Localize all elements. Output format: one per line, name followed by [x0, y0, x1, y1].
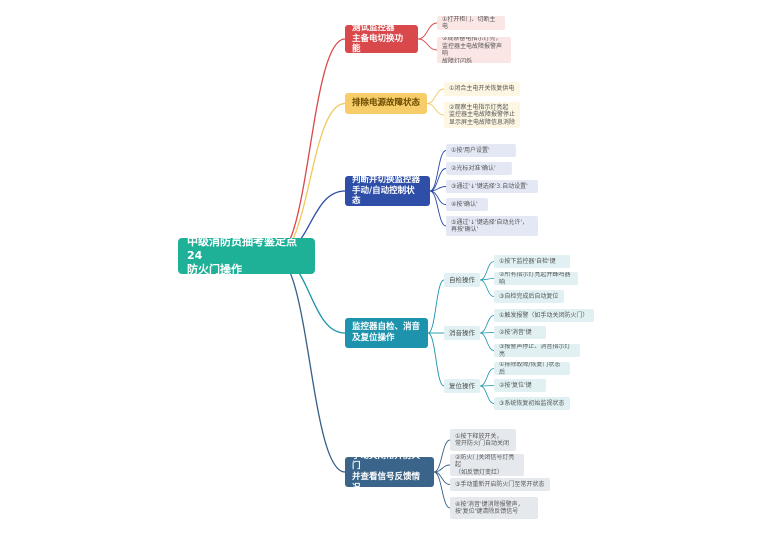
leaf-topic[interactable]: ③自检完成后自动复位 — [494, 290, 564, 303]
leaf-topic[interactable]: ③手动重新开启防火门至常开状态 — [450, 478, 550, 491]
subtopic[interactable]: 自检操作 — [444, 273, 480, 287]
subtopic[interactable]: 复位操作 — [444, 379, 480, 393]
leaf-topic[interactable]: ③通过'↓'键选择'3.自动设置' — [446, 180, 538, 193]
connector-line — [427, 279, 445, 334]
connector-line — [433, 471, 451, 509]
connector-line — [417, 38, 438, 51]
connector-line — [426, 103, 445, 116]
leaf-topic[interactable]: ①按下监控器'自检'键 — [494, 255, 570, 268]
leaf-topic[interactable]: ④按'消音'键消除报警声， 按'复位'键清除反馈信号 — [450, 497, 538, 519]
connector-line — [274, 255, 346, 473]
connector-line — [479, 368, 495, 387]
connector-line — [427, 332, 445, 387]
connector-line — [479, 385, 495, 387]
leaf-topic[interactable]: ①按'用户设置' — [446, 144, 516, 157]
leaf-topic[interactable]: ②按'复位'键 — [494, 379, 546, 392]
connector-line — [433, 464, 451, 473]
branch-topic[interactable]: 监控器自检、消音 及复位操作 — [345, 318, 428, 348]
branch-topic[interactable]: 手动关闭常开防火门 并查看信号反馈情况 — [345, 457, 434, 487]
connector-line — [429, 150, 447, 192]
leaf-topic[interactable]: ①触发报警（如手动关闭防火门） — [494, 309, 594, 322]
connector-line — [479, 279, 495, 297]
connector-line — [417, 22, 438, 40]
connector-line — [429, 190, 447, 205]
connector-line — [479, 315, 495, 334]
branch-topic[interactable]: 判断并切换监控器 手动/自动控制状态 — [345, 176, 430, 206]
branch-topic[interactable]: 测试监控器 主备电切换功能 — [345, 25, 418, 53]
subtopic[interactable]: 消音操作 — [444, 326, 480, 340]
connector-line — [274, 102, 346, 257]
connector-line — [429, 190, 447, 227]
connector-line — [433, 439, 451, 473]
leaf-topic[interactable]: ⑤通过'↓'键选择'自动允许'， 再按'确认' — [446, 216, 538, 236]
connector-line — [479, 278, 495, 281]
leaf-topic[interactable]: ②按'消音'键 — [494, 326, 546, 339]
connector-line — [479, 385, 495, 404]
leaf-topic[interactable]: ②所有指示灯亮起并蜂鸣器响 — [494, 272, 578, 285]
connector-line — [429, 168, 447, 192]
leaf-topic[interactable]: ①打开柜门、切断主电 — [437, 16, 505, 30]
leaf-topic[interactable]: ③报警声停止、消音指示灯亮 — [494, 344, 580, 357]
leaf-topic[interactable]: ①闭合主电开关恢复供电 — [444, 82, 520, 96]
leaf-topic[interactable]: ①按下释放开关， 常开防火门自动关闭 — [450, 429, 516, 451]
leaf-topic[interactable]: ②防火门关闭信号灯亮起 （如反馈灯变红） — [450, 454, 524, 476]
leaf-topic[interactable]: ②光标对准'确认' — [446, 162, 512, 175]
leaf-topic[interactable]: ②观察备电指示灯亮， 监控器主电故障报警声响 故障灯闪烁 — [437, 37, 511, 63]
leaf-topic[interactable]: ①排除故障/恢复门状态后 — [494, 362, 570, 375]
connector-line — [479, 261, 495, 281]
connector-line — [479, 332, 495, 334]
connector-line — [426, 88, 445, 104]
root-topic[interactable]: 中级消防员抽考鉴定点24 防火门操作 — [178, 238, 315, 274]
connector-line — [479, 332, 495, 351]
leaf-topic[interactable]: ②观察主电指示灯亮起 监控器主电故障报警停止 显示屏主电故障信息消除 — [444, 102, 520, 128]
branch-topic[interactable]: 排除电源故障状态 — [345, 93, 427, 114]
leaf-topic[interactable]: ④按'确认' — [446, 198, 488, 211]
leaf-topic[interactable]: ③系统恢复初始监视状态 — [494, 397, 570, 410]
